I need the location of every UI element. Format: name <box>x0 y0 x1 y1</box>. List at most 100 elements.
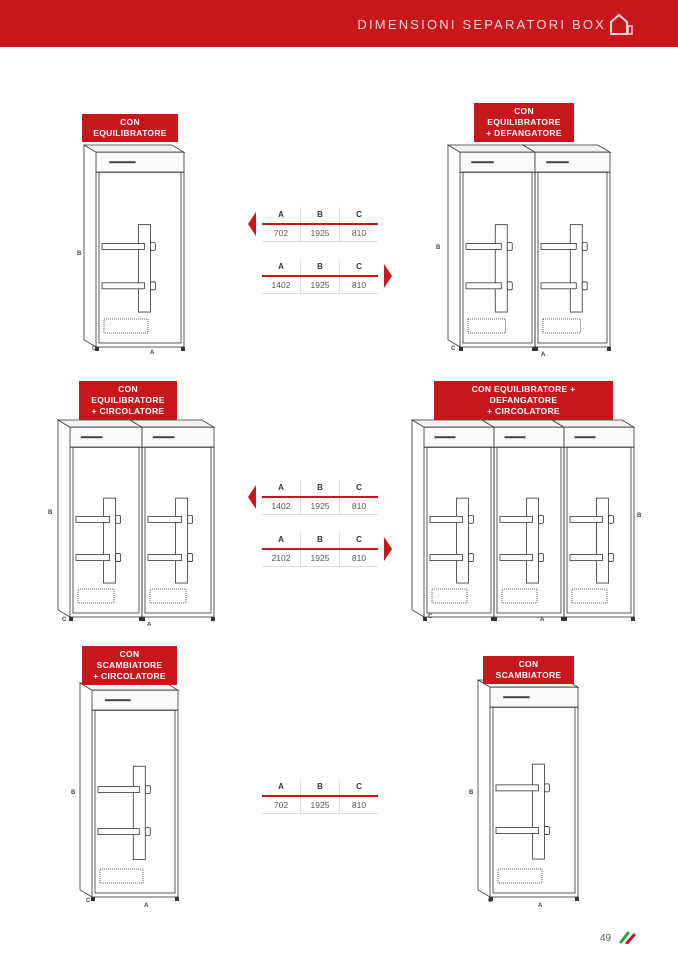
cabinet-base-edge <box>477 889 491 898</box>
pipe <box>495 784 539 792</box>
cabinet-drawing <box>476 679 580 901</box>
cabinet-inner-frame <box>566 446 632 614</box>
cabinet-drawing <box>78 682 180 901</box>
cabinet-foot <box>575 897 579 901</box>
cabinet-foot <box>607 347 611 351</box>
header-c: C <box>339 259 378 275</box>
cabinet-drawing <box>82 144 186 351</box>
flange <box>544 826 550 835</box>
flange <box>468 514 474 524</box>
pipe <box>101 282 145 290</box>
brand-mark <box>80 436 103 439</box>
header-a: A <box>278 210 284 219</box>
pipe <box>97 786 140 793</box>
header-b: B <box>300 207 339 223</box>
value-c: 810 <box>339 797 378 813</box>
cabinet-foot <box>631 617 635 621</box>
brand-mark <box>104 699 131 702</box>
label-line: CON EQUILIBRATORE + DEFANGATORE <box>471 384 576 405</box>
cabinet-lid-top <box>56 419 144 428</box>
insulation-grid <box>77 588 115 604</box>
cabinet-inner-frame <box>537 171 608 344</box>
cabinet-lid-top <box>521 144 612 153</box>
label-equilibratore: CON EQUILIBRATORE <box>82 114 178 142</box>
flange <box>144 827 151 837</box>
separator-vessel <box>103 497 116 584</box>
cabinet-drawing <box>56 419 216 621</box>
dim-a: A <box>144 903 149 909</box>
dim-b: B <box>48 510 53 516</box>
dim-c: C <box>428 614 433 620</box>
cabinet-foot <box>95 347 99 351</box>
value-a: 2102 <box>271 553 291 563</box>
flange <box>115 514 121 524</box>
cabinet-foot <box>91 897 95 901</box>
pipe <box>540 243 577 250</box>
insulation-grid <box>571 588 608 604</box>
label-line: + CIRCOLATORE <box>487 406 560 416</box>
cabinet-foot <box>175 897 179 901</box>
label-equilibratore-circolatore: CON EQUILIBRATORE+ CIRCOLATORE <box>79 381 177 420</box>
cabinet-lid-top <box>550 419 636 428</box>
separator-vessel <box>596 497 609 584</box>
pipe <box>495 827 539 834</box>
brand-mark <box>504 436 526 439</box>
cabinet-base-edge <box>83 339 97 348</box>
cabinet-lid-top <box>82 144 186 153</box>
italian-flag-logo <box>619 931 636 944</box>
dim-a: A <box>147 622 152 628</box>
flange <box>115 553 121 562</box>
dim-c: C <box>62 617 67 623</box>
value-a: 702 <box>273 228 289 238</box>
cabinet-foot <box>489 897 493 901</box>
separator-vessel <box>526 497 539 584</box>
pipe <box>147 515 182 523</box>
label-line: + DEFANGATORE <box>486 128 562 138</box>
pipe <box>147 554 182 561</box>
value-b: 1925 <box>300 498 339 514</box>
label-line: CON SCAMBIATORE <box>96 649 163 670</box>
cabinet-base-edge <box>411 609 425 618</box>
dim-a: A <box>150 350 155 356</box>
value-a: 1402 <box>271 280 291 290</box>
label-line: CON SCAMBIATORE <box>495 659 562 680</box>
flange <box>468 553 474 562</box>
cabinet-inner-frame <box>492 706 576 894</box>
brand-mark <box>471 161 494 164</box>
dim-c: C <box>451 346 456 352</box>
cabinet-foot <box>181 347 185 351</box>
dim-b: B <box>71 790 76 796</box>
cabinet-inner-frame <box>496 446 562 614</box>
flange <box>187 514 194 524</box>
arrow-right-icon <box>384 537 392 561</box>
dim-c: C <box>86 898 91 904</box>
label-line: + CIRCOLATORE <box>93 671 166 681</box>
label-scambiatore: CON SCAMBIATORE <box>483 656 574 684</box>
header-a: A <box>278 782 284 791</box>
cabinet-foot <box>493 617 497 621</box>
insulation-grid <box>467 318 506 334</box>
separator-vessel <box>138 224 151 313</box>
dim-b: B <box>469 790 474 796</box>
header-a: A <box>278 262 284 271</box>
dim-a: A <box>540 617 545 623</box>
dim-c: C <box>488 898 493 904</box>
cabinet-drawing <box>446 144 612 351</box>
cabinet-base-edge <box>57 609 71 618</box>
cabinet-inner-frame <box>426 446 492 614</box>
flange <box>150 281 156 291</box>
dim-c: C <box>92 346 97 352</box>
pipe <box>499 515 533 523</box>
value-c: 810 <box>339 550 378 566</box>
header-c: C <box>339 779 378 795</box>
dim-a: A <box>538 903 543 909</box>
brand-mark <box>546 161 569 164</box>
cabinet-foot <box>423 617 427 621</box>
cabinet-base-edge <box>79 889 93 898</box>
pipe <box>75 515 110 523</box>
dim-b: B <box>77 251 82 257</box>
flange <box>506 281 513 291</box>
cabinet-lid-top <box>128 419 216 428</box>
